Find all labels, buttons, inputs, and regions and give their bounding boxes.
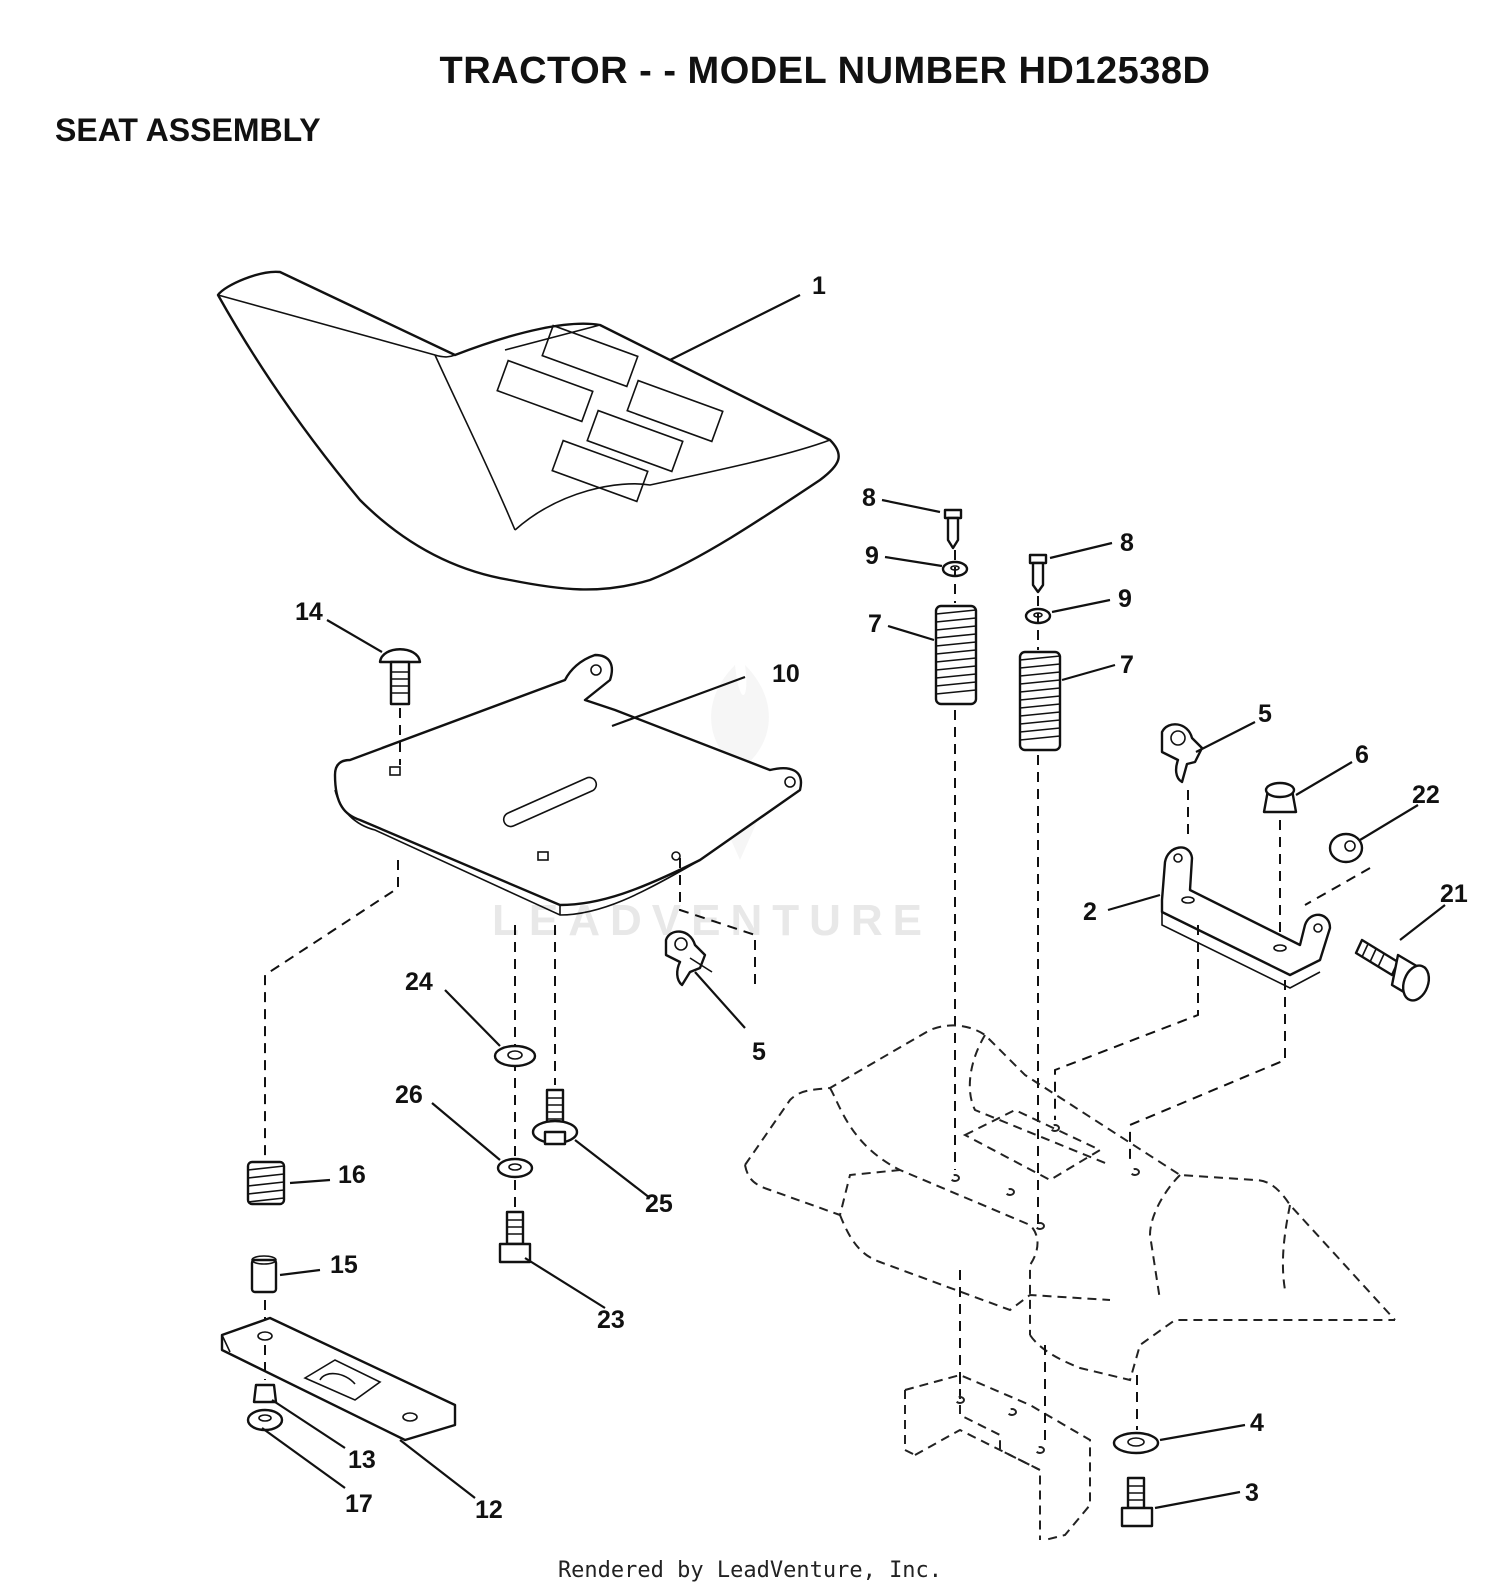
washer-26 bbox=[496, 1157, 534, 1179]
hex-bolt-23 bbox=[498, 1210, 532, 1264]
callout-14: 14 bbox=[295, 598, 323, 626]
page-title: TRACTOR - - MODEL NUMBER HD12538D bbox=[439, 50, 1211, 92]
shoulder-bolt bbox=[531, 1088, 579, 1146]
leader-7a bbox=[887, 624, 935, 642]
flange-nut-17 bbox=[246, 1408, 284, 1432]
flat-washer-4 bbox=[1112, 1431, 1160, 1455]
callout-13: 13 bbox=[348, 1446, 376, 1474]
callout-8b: 8 bbox=[1120, 529, 1134, 557]
leader-21 bbox=[1399, 904, 1446, 941]
footer-credit: Rendered by LeadVenture, Inc. bbox=[557, 1558, 943, 1583]
leader-12 bbox=[399, 1439, 476, 1499]
callout-9b: 9 bbox=[1118, 585, 1132, 613]
callout-4: 4 bbox=[1250, 1409, 1264, 1437]
nut-22 bbox=[1328, 832, 1364, 864]
callout-15: 15 bbox=[330, 1251, 358, 1279]
knob-clip-left bbox=[664, 930, 713, 987]
leader-16 bbox=[289, 1178, 331, 1185]
spacer-15 bbox=[250, 1255, 278, 1294]
callout-21: 21 bbox=[1440, 880, 1468, 908]
seat-pan bbox=[333, 653, 803, 916]
callout-1: 1 bbox=[812, 272, 826, 300]
leader-9b bbox=[1051, 598, 1111, 614]
parts-diagram: LEADVENTURE bbox=[216, 270, 1468, 1541]
leader-10 bbox=[611, 675, 746, 728]
spring-16 bbox=[246, 1160, 286, 1206]
leader-2 bbox=[1107, 893, 1161, 912]
leader-23 bbox=[524, 1257, 606, 1309]
leader-7b bbox=[1061, 663, 1116, 682]
leader-3 bbox=[1154, 1490, 1241, 1510]
callout-16: 16 bbox=[338, 1161, 366, 1189]
section-title: SEAT ASSEMBLY bbox=[55, 112, 321, 148]
callout-5a: 5 bbox=[1258, 700, 1272, 728]
callout-26: 26 bbox=[395, 1081, 423, 1109]
callout-10: 10 bbox=[772, 660, 800, 688]
leader-25 bbox=[574, 1139, 651, 1199]
washer-24 bbox=[493, 1044, 537, 1068]
leader-8a bbox=[881, 498, 941, 514]
leader-1 bbox=[669, 294, 801, 361]
leader-22 bbox=[1359, 804, 1419, 841]
bolt-8-right bbox=[1028, 553, 1048, 594]
lock-nut-6 bbox=[1262, 781, 1298, 814]
bolt-8-left bbox=[943, 508, 963, 550]
leader-14 bbox=[326, 619, 383, 653]
seat-cushion bbox=[216, 270, 840, 591]
callout-7b: 7 bbox=[1120, 651, 1134, 679]
callout-3: 3 bbox=[1245, 1479, 1259, 1507]
leader-26 bbox=[431, 1102, 501, 1161]
leader-6 bbox=[1295, 761, 1353, 796]
callout-24: 24 bbox=[405, 968, 433, 996]
leader-5b bbox=[694, 971, 746, 1029]
leader-17 bbox=[261, 1427, 346, 1489]
callout-25: 25 bbox=[645, 1190, 673, 1218]
leader-24 bbox=[444, 989, 501, 1047]
callout-2: 2 bbox=[1083, 898, 1097, 926]
tractor-chassis bbox=[744, 1024, 1396, 1541]
leader-5a bbox=[1195, 721, 1256, 753]
hex-bolt-3 bbox=[1120, 1476, 1154, 1528]
callout-12: 12 bbox=[475, 1496, 503, 1524]
callout-6: 6 bbox=[1355, 741, 1369, 769]
callout-23: 23 bbox=[597, 1306, 625, 1334]
callout-22: 22 bbox=[1412, 781, 1440, 809]
pivot-bracket bbox=[220, 1316, 457, 1442]
hex-bolt-21 bbox=[1354, 938, 1431, 1002]
carriage-bolt bbox=[378, 648, 422, 706]
callout-7a: 7 bbox=[868, 610, 882, 638]
leader-4 bbox=[1159, 1423, 1246, 1442]
spring-7-left bbox=[934, 604, 978, 706]
leader-8b bbox=[1049, 541, 1113, 560]
callout-5b: 5 bbox=[752, 1038, 766, 1066]
leader-13 bbox=[271, 1399, 346, 1449]
callout-9a: 9 bbox=[865, 542, 879, 570]
leader-9a bbox=[884, 555, 943, 568]
callout-8a: 8 bbox=[862, 484, 876, 512]
leader-15 bbox=[279, 1268, 321, 1277]
seat-bracket bbox=[1160, 846, 1332, 989]
knob-clip-right bbox=[1160, 723, 1204, 784]
callout-17: 17 bbox=[345, 1490, 373, 1518]
spring-7-right bbox=[1018, 650, 1062, 752]
